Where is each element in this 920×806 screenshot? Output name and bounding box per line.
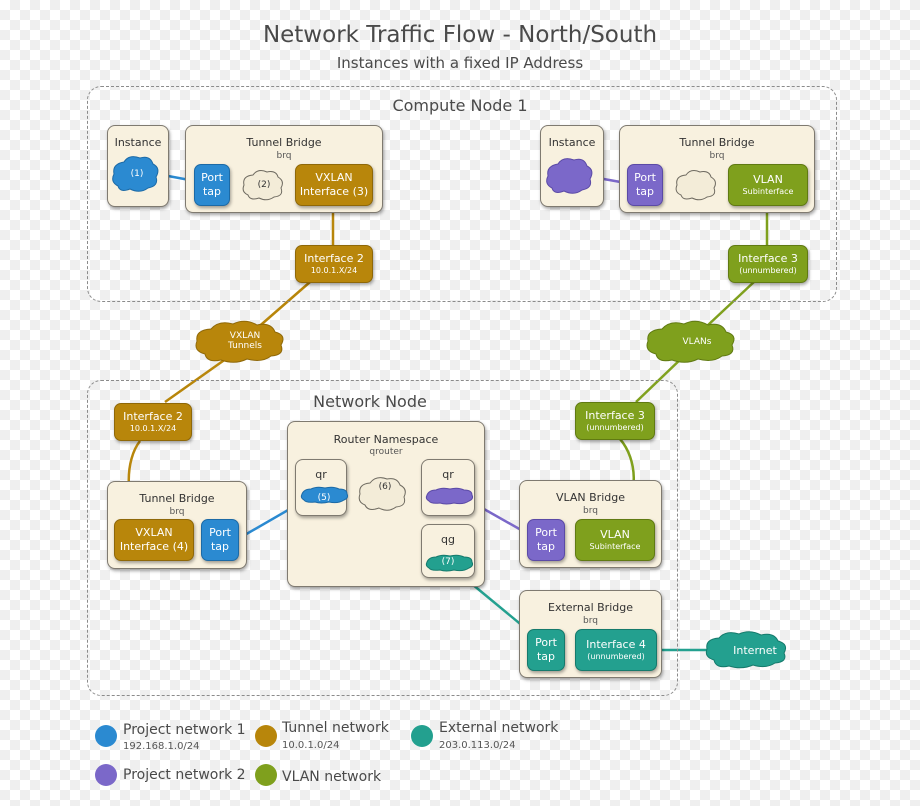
internet-label: Internet [733, 644, 777, 657]
vlans-label: VLANs [682, 337, 712, 347]
legend-label-tunnel: Tunnel network [282, 720, 389, 736]
page-subtitle: Instances with a fixed IP Address [336, 54, 584, 72]
legend-dot-project-1 [95, 725, 117, 747]
tunnel-bridge-right-title: Tunnel Bridge [679, 136, 755, 149]
router-center-num: (6) [378, 482, 392, 492]
legend-dot-external [411, 725, 433, 747]
bridge-cloud-2-label: (2) [257, 180, 271, 190]
router-title: Router Namespace [333, 433, 439, 446]
legend-dot-tunnel [255, 725, 277, 747]
legend-dot-vlan [255, 764, 277, 786]
tunnel-bridge-network-title: Tunnel Bridge [139, 492, 215, 505]
vlan-bridge-sub: brq [583, 506, 598, 516]
network-node-zone [87, 380, 678, 696]
interface-3-network: Interface 3(unnumbered) [575, 402, 655, 440]
qr-left-label: qr [315, 468, 327, 481]
legend-sub-project-1: 192.168.1.0/24 [123, 741, 200, 752]
tunnel-bridge-right-sub: brq [709, 151, 725, 161]
legend-sub-tunnel: 10.0.1.0/24 [282, 740, 340, 751]
page-title: Network Traffic Flow - North/South [262, 22, 658, 48]
qr-right-panel: qr [421, 459, 475, 516]
interface-3-compute: Interface 3(unnumbered) [728, 245, 808, 283]
legend-label-project-1: Project network 1 [123, 722, 246, 738]
qg-label: qg [441, 533, 455, 546]
qg-num: (7) [441, 557, 455, 567]
legend-dot-project-2 [95, 764, 117, 786]
qr-left-num: (5) [317, 493, 331, 503]
vlan-bridge-title: VLAN Bridge [555, 491, 625, 504]
legend-label-external: External network [439, 720, 559, 736]
interface-4: Interface 4(unnumbered) [575, 629, 657, 671]
legend-sub-external: 203.0.113.0/24 [439, 740, 516, 751]
instance-cloud-label: (1) [130, 169, 144, 179]
tunnel-bridge-network-sub: brq [169, 507, 185, 517]
instance-label: Instance [114, 136, 162, 149]
network-node-label: Network Node [313, 392, 427, 411]
legend-label-project-2: Project network 2 [123, 767, 246, 783]
router-sub: qrouter [369, 447, 403, 457]
instance-label-right: Instance [548, 136, 596, 149]
compute-node-zone [87, 86, 837, 302]
tunnel-bridge-sub: brq [276, 151, 292, 161]
compute-node-label: Compute Node 1 [392, 96, 528, 115]
external-bridge-title: External Bridge [548, 601, 633, 614]
tunnel-bridge-title: Tunnel Bridge [246, 136, 322, 149]
legend-label-vlan: VLAN network [282, 769, 382, 785]
external-bridge-sub: brq [583, 616, 598, 626]
qr-right-label: qr [442, 468, 454, 481]
